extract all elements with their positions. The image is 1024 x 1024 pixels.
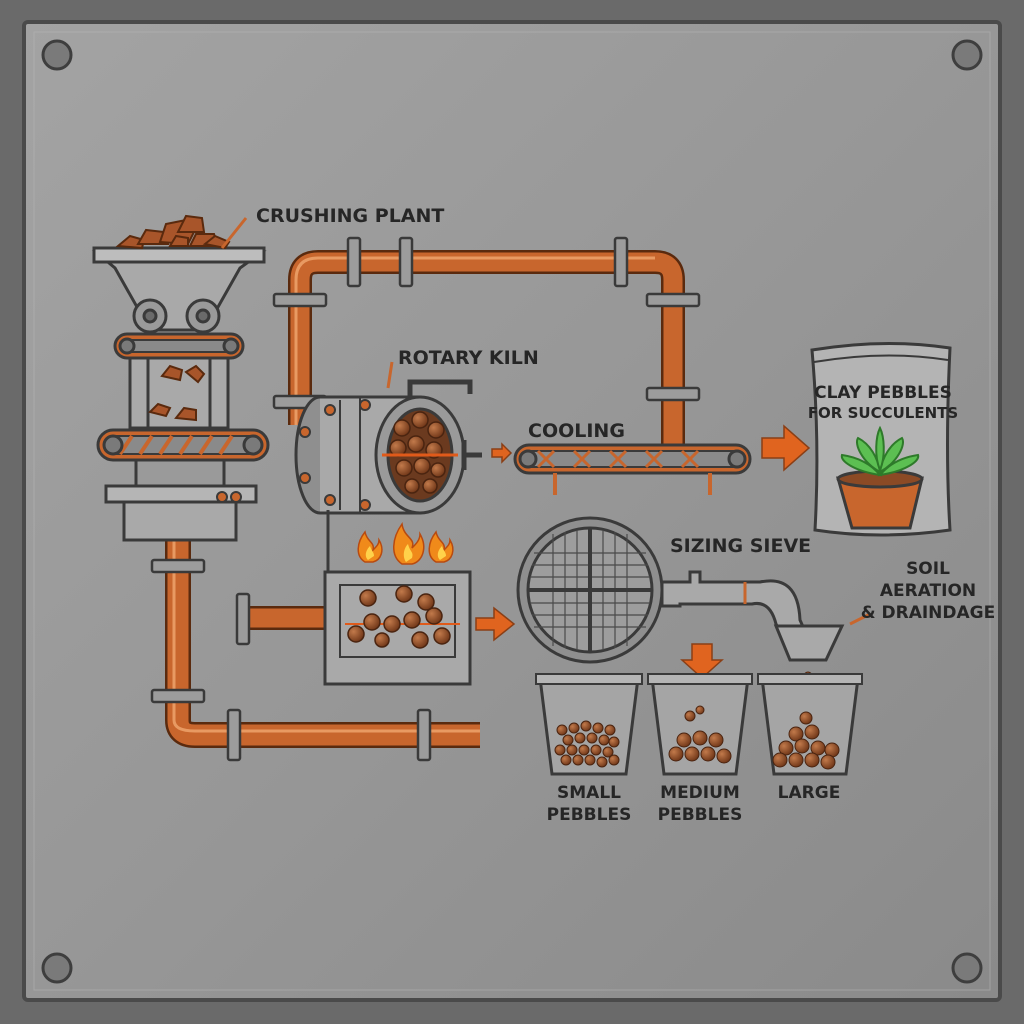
- bin-large: [757, 673, 863, 776]
- soil-label-line3: & DRAINDAGE: [861, 603, 996, 623]
- bin-medium: [647, 673, 753, 776]
- pipe-network: [165, 250, 685, 748]
- rotary-kiln: [294, 379, 482, 515]
- soil-label-line2: AERATION: [880, 581, 976, 601]
- bag-label-line1: CLAY PEBBLES: [814, 383, 952, 403]
- rivets: [41, 39, 983, 984]
- furnace: [323, 570, 472, 686]
- steel-plate: [22, 20, 1002, 1002]
- gear-icon: [132, 298, 221, 334]
- leader-line-soil: [849, 612, 871, 626]
- bag-label-line2: FOR SUCCULENTS: [808, 404, 958, 422]
- small-pebbles-label-line1: SMALL: [557, 783, 621, 803]
- sizing-sieve-label: SIZING SIEVE: [670, 535, 811, 557]
- large-pebbles-label: LARGE: [778, 783, 841, 803]
- medium-pebbles-label-line1: MEDIUM: [660, 783, 740, 803]
- clay-pebbles-bag: [810, 341, 952, 537]
- small-pebbles-label-line2: PEBBLES: [547, 805, 632, 825]
- leader-line-crushing: [220, 217, 248, 249]
- bin-small: [535, 673, 643, 776]
- flame-icon: [357, 522, 454, 565]
- cooling-conveyor: [513, 443, 752, 495]
- crushing-plant-label: CRUSHING PLANT: [256, 205, 444, 227]
- medium-pebbles-label-line2: PEBBLES: [658, 805, 743, 825]
- cooling-label: COOLING: [528, 420, 625, 442]
- rotary-kiln-label: ROTARY KILN: [398, 347, 539, 369]
- arrow-right-icon: [475, 424, 811, 680]
- sizing-sieve: [516, 516, 845, 664]
- crushing-plant: [91, 214, 270, 542]
- soil-label-line1: SOIL: [906, 559, 950, 579]
- leader-line-kiln: [386, 361, 394, 389]
